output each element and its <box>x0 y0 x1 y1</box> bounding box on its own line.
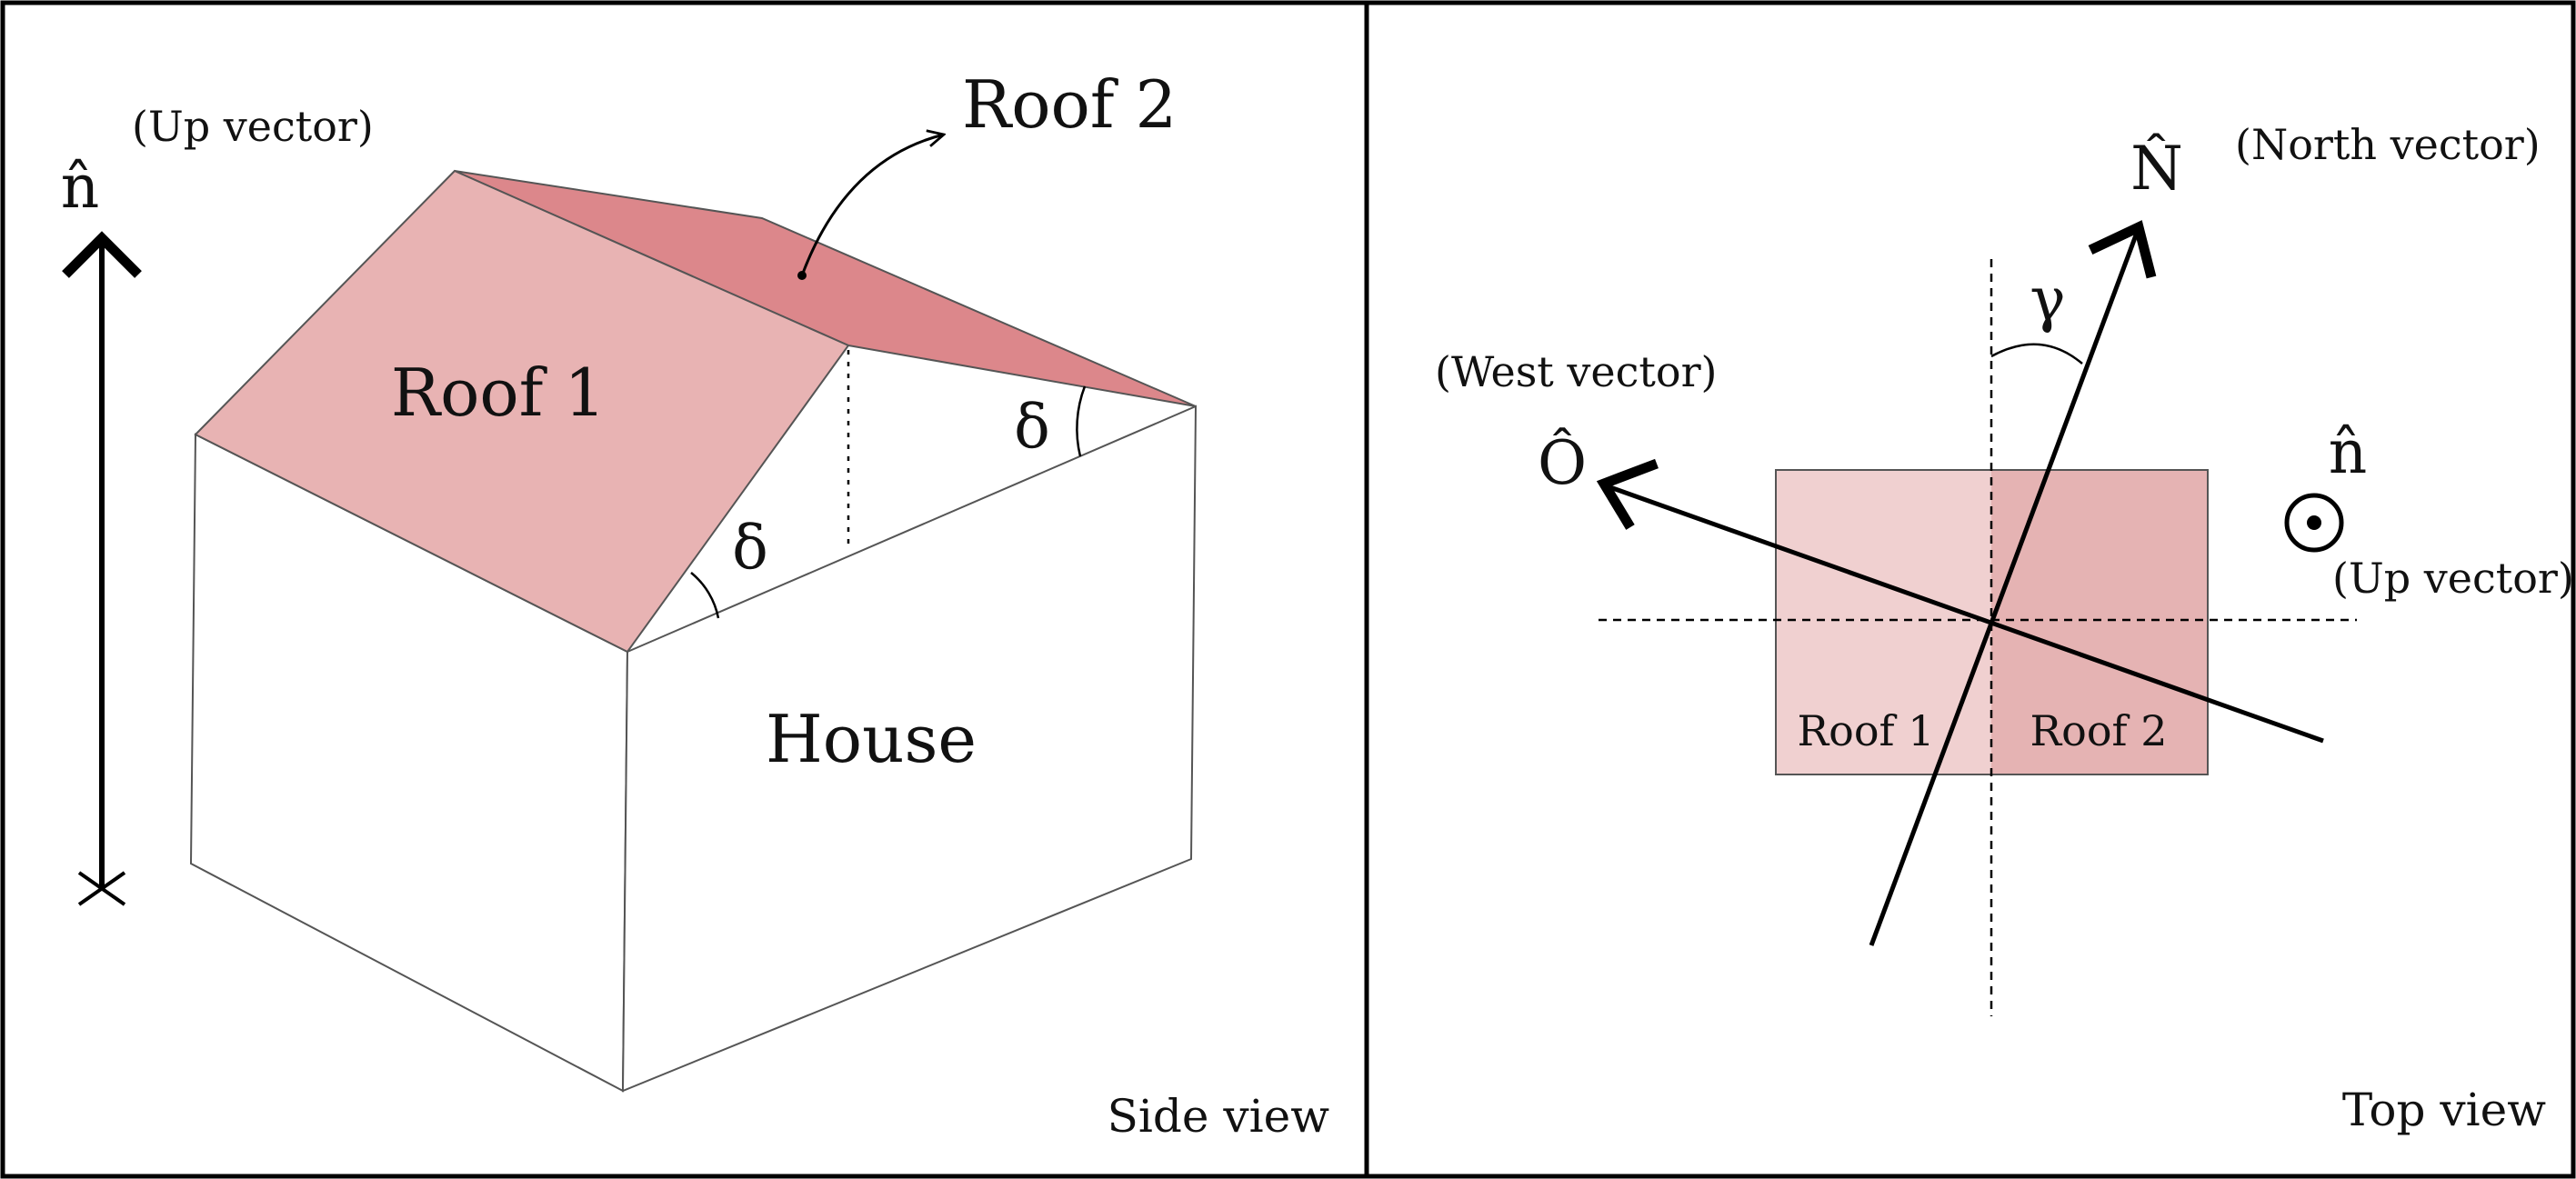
delta-label-front: δ <box>732 513 768 583</box>
gamma-label: γ <box>2030 265 2065 335</box>
top-view: γ N̂ (North vector) Ô (West vector) n̂ (… <box>1435 120 2574 1136</box>
west-vector-arrow <box>1607 484 2324 744</box>
house-label: House <box>766 701 977 777</box>
roof-2-label: Roof 2 <box>962 66 1177 143</box>
roof-1-surface <box>194 169 850 654</box>
top-view-panel <box>1364 0 2576 1179</box>
roof-1-label: Roof 1 <box>391 355 606 431</box>
up-vector-symbol: n̂ <box>61 152 100 222</box>
north-vector-label: (North vector) <box>2235 120 2541 169</box>
side-view-caption: Side view <box>1108 1090 1330 1143</box>
up-vector-arrow <box>62 231 142 906</box>
west-vector-label: (West vector) <box>1435 347 1718 396</box>
north-symbol: N̂ <box>2130 134 2183 204</box>
house-right-wall <box>621 405 1198 1093</box>
north-vector-arrow <box>1869 232 2140 946</box>
top-view-caption: Top view <box>2342 1084 2546 1136</box>
up-vector-symbol-top: n̂ <box>2329 417 2368 487</box>
side-view: n̂ (Up vector) δ δ Roof 2 Roof 1 House S… <box>61 66 1329 1143</box>
up-vector-label: (Up vector) <box>132 102 374 151</box>
delta-arc-front <box>690 572 720 619</box>
west-symbol: Ô <box>1538 427 1587 498</box>
up-vector-label-top: (Up vector) <box>2332 554 2574 603</box>
up-vector-out-of-page-icon <box>2284 493 2344 553</box>
gamma-arc <box>1990 343 2083 365</box>
west-arrowhead <box>1596 458 1659 530</box>
roof-2-callout-arrow <box>800 135 944 276</box>
delta-arc-back <box>1076 385 1087 457</box>
roof-2-plan-label: Roof 2 <box>2030 706 2168 755</box>
roof-1-plan-label: Roof 1 <box>1798 706 1935 755</box>
delta-label-back: δ <box>1014 392 1050 462</box>
north-arrowhead <box>2088 220 2157 279</box>
